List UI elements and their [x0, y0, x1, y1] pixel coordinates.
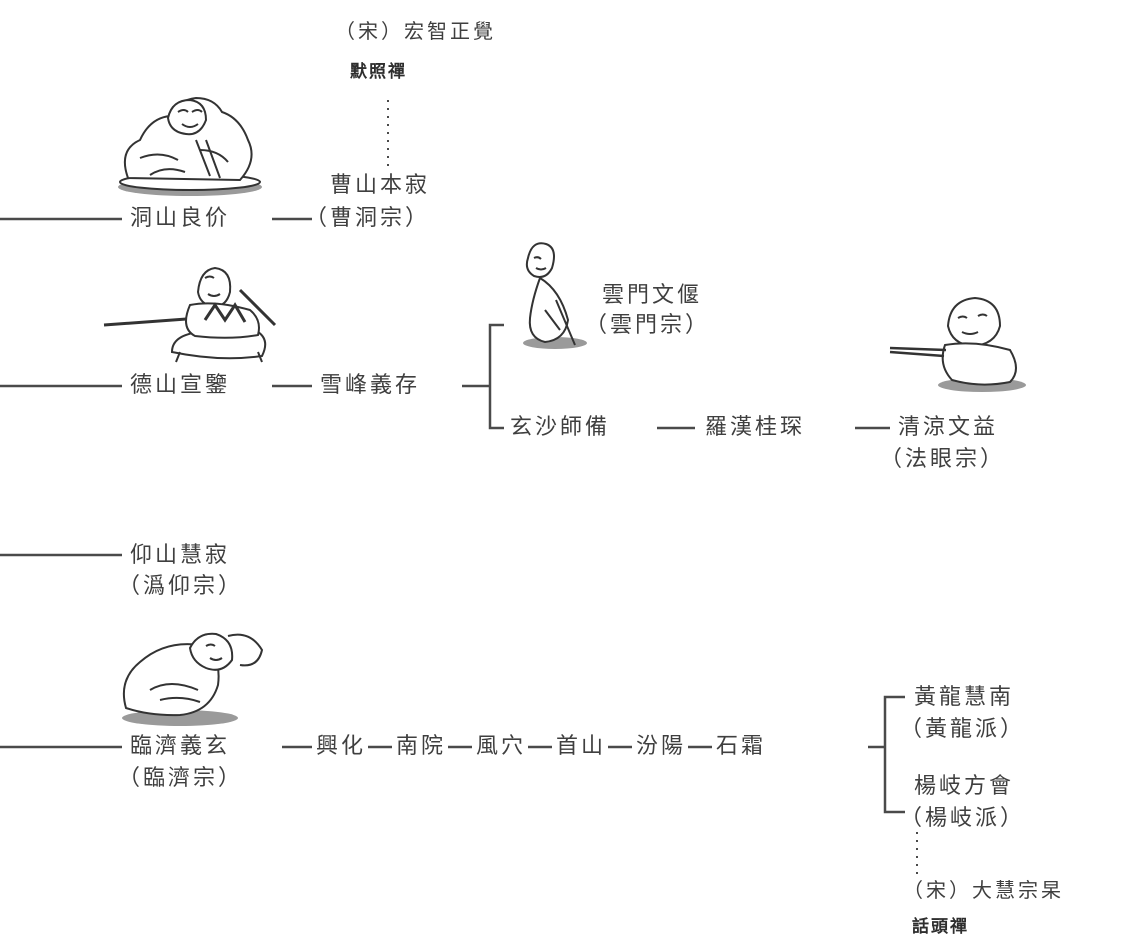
node-deshan: 德山宣鑒: [130, 373, 231, 398]
node-yunmen-school: （雲門宗）: [585, 313, 711, 338]
branch-bracket: [883, 695, 905, 814]
node-dahui: （宋）大慧宗杲: [903, 878, 1064, 902]
node-fayan-school: （法眼宗）: [880, 447, 1006, 472]
chain-node: 風穴: [476, 734, 527, 759]
node-linji: 臨濟義玄: [130, 734, 231, 759]
node-luohan: 羅漢桂琛: [705, 415, 806, 440]
node-yangshan: 仰山慧寂: [130, 543, 231, 568]
node-yangqi-school: （楊岐派）: [900, 806, 1026, 831]
node-fayan: 清涼文益: [898, 415, 999, 440]
node-xuefeng: 雪峰義存: [320, 373, 421, 398]
monk-figure-linji: [122, 632, 264, 726]
node-yangqi: 楊岐方會: [914, 774, 1015, 799]
chain-node: 首山: [556, 734, 607, 759]
chain-node: 南院: [396, 734, 447, 759]
node-xuansha: 玄沙師備: [510, 415, 611, 440]
node-caoshan-school: （曹洞宗）: [305, 206, 431, 231]
chain-node: 興化: [316, 734, 367, 759]
node-yangshan-school: （潙仰宗）: [118, 574, 244, 599]
node-huanglong: 黃龍慧南: [914, 685, 1015, 710]
chain-node: 石霜: [716, 734, 767, 759]
node-linji-school: （臨濟宗）: [118, 766, 244, 791]
node-huanglong-school: （黃龍派）: [900, 717, 1026, 742]
node-dongshan: 洞山良价: [130, 206, 231, 231]
monk-figure-yunmen: [523, 242, 587, 349]
node-caoshan: 曹山本寂: [330, 173, 431, 198]
branch-bracket: [488, 323, 504, 430]
chain-node: 汾陽: [636, 734, 687, 759]
node-hongzhi-note: 默照禪: [350, 62, 407, 82]
node-dahui-note: 話頭禪: [912, 917, 969, 937]
monk-figure-fayan: [889, 296, 1026, 392]
monk-figure-deshan: [103, 266, 277, 363]
node-hongzhi: （宋）宏智正覺: [335, 19, 496, 43]
node-yunmen: 雲門文偃: [602, 283, 703, 308]
monk-figure-dongshan: [118, 96, 262, 196]
